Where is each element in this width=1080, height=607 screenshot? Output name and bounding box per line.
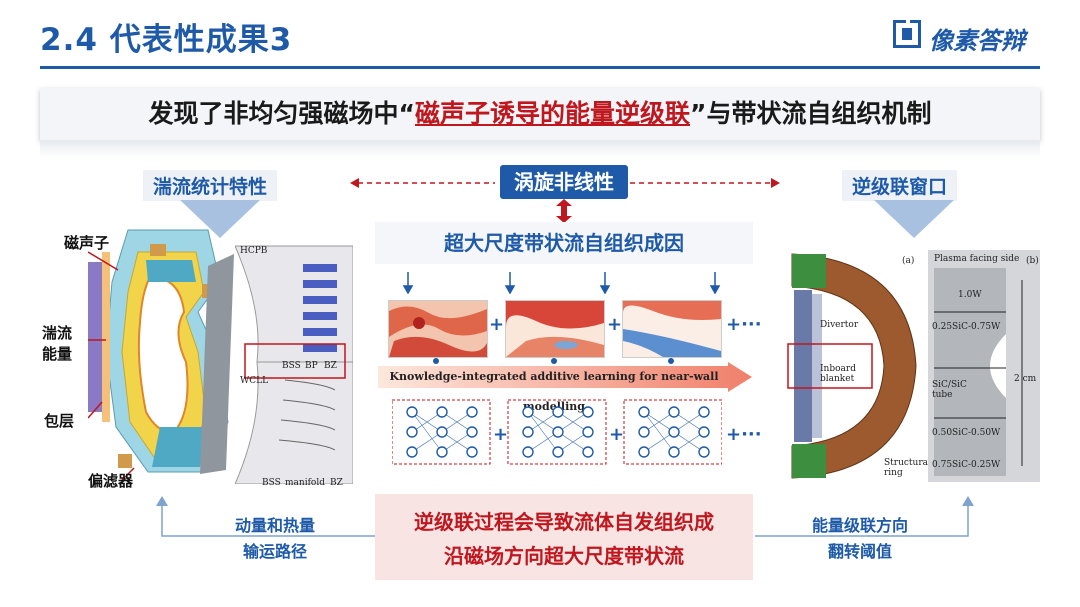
funnel-arrow-right-icon: [874, 200, 954, 240]
label-divertor: 偏滤器: [88, 470, 133, 491]
label-turbulent-energy: 湍流能量: [42, 322, 82, 364]
headline-close-quote: ”: [690, 99, 706, 128]
note-cascade-line1: 能量级联方向: [800, 512, 920, 536]
conclusion-line2: 沿磁场方向超大尺度带状流: [375, 540, 753, 569]
note-transport-line2: 输运路径: [220, 538, 330, 562]
label-bz-1: BZ: [324, 361, 337, 371]
plus-2: +: [607, 314, 622, 335]
headline-highlight: 磁声子诱导的能量逆级联: [415, 99, 690, 128]
label-tube: SiC/SiC tube: [932, 380, 966, 400]
logo-mark-icon: [893, 20, 921, 48]
headline-open-quote: “: [399, 99, 415, 128]
label-plasma-facing: Plasma facing side: [934, 254, 1019, 264]
heatmap-2: [505, 300, 605, 358]
note-transport-line1: 动量和热量: [220, 512, 330, 536]
label-blanket: 包层: [44, 410, 74, 431]
heatmap-3: [622, 300, 722, 358]
label-w-2: 0.25SiC-0.75W: [932, 322, 1000, 332]
subtitle-box: 超大尺度带状流自组织成因: [375, 222, 753, 264]
learning-arrow-text: Knowledge-integrated additive learning f…: [378, 362, 730, 392]
subtitle-text: 超大尺度带状流自组织成因: [375, 222, 753, 264]
figure-label-b: (b): [1026, 256, 1039, 266]
plus-1: +: [489, 314, 504, 335]
plus-4: +: [609, 424, 624, 445]
label-magnon-1: 磁声子: [64, 232, 109, 253]
conclusion-line1: 逆级联过程会导致流体自发组织成: [375, 506, 753, 535]
label-bz-2: BZ: [330, 478, 343, 488]
label-w-4: 0.75SiC-0.25W: [932, 460, 1000, 470]
label-manifold: manifold: [285, 478, 325, 488]
label-hcpb: HCPB: [240, 246, 267, 256]
label-wcll: WCLL: [240, 376, 268, 386]
page-title: 2.4 代表性成果3: [40, 14, 292, 59]
logo-text: 像素答辩: [929, 21, 1025, 56]
double-arrow-icon: [556, 199, 572, 223]
plus-more-1: +···: [726, 314, 762, 335]
label-bss-1: BSS: [282, 361, 301, 371]
heatmap-1: [388, 300, 488, 358]
label-w-3: 0.50SiC-0.50W: [932, 428, 1000, 438]
headline-text: 发现了非均匀强磁场中“磁声子诱导的能量逆级联”与带状流自组织机制: [40, 88, 1040, 140]
label-structural-ring: Structural ring: [884, 458, 924, 478]
headline-suffix: 与带状流自组织机制: [706, 99, 931, 128]
blanket-slab: [200, 254, 234, 474]
label-w-1: 1.0W: [958, 290, 982, 300]
plus-3: +: [493, 424, 508, 445]
label-2cm: 2 cm: [1014, 374, 1036, 384]
note-cascade-line2: 翻转阈值: [800, 538, 920, 562]
material-gradient-figure: [928, 250, 1040, 482]
plus-more-2: +···: [726, 424, 762, 445]
label-bss-2: BSS: [262, 478, 281, 488]
conclusion-box: 逆级联过程会导致流体自发组织成 沿磁场方向超大尺度带状流: [375, 494, 753, 580]
input-arrows: [390, 272, 730, 294]
header-divider: [40, 66, 1040, 69]
headline-prefix: 发现了非均匀强磁场中: [149, 99, 399, 128]
section-label-left: 湍流统计特性: [143, 170, 277, 201]
label-bp: BP: [305, 361, 318, 371]
label-inboard-blanket: Inboard blanket: [820, 364, 870, 384]
brand-logo: 像素答辩: [893, 20, 1043, 54]
headline-banner: 发现了非均匀强磁场中“磁声子诱导的能量逆级联”与带状流自组织机制: [40, 88, 1040, 140]
section-label-right: 逆级联窗口: [842, 170, 957, 201]
label-divertor-en: Divertor: [820, 320, 858, 330]
banner-shadow: [40, 140, 1040, 158]
neural-networks: [392, 396, 722, 470]
learning-arrow: Knowledge-integrated additive learning f…: [378, 362, 752, 392]
dashed-connector: [350, 174, 780, 192]
figure-label-a: (a): [902, 256, 914, 266]
